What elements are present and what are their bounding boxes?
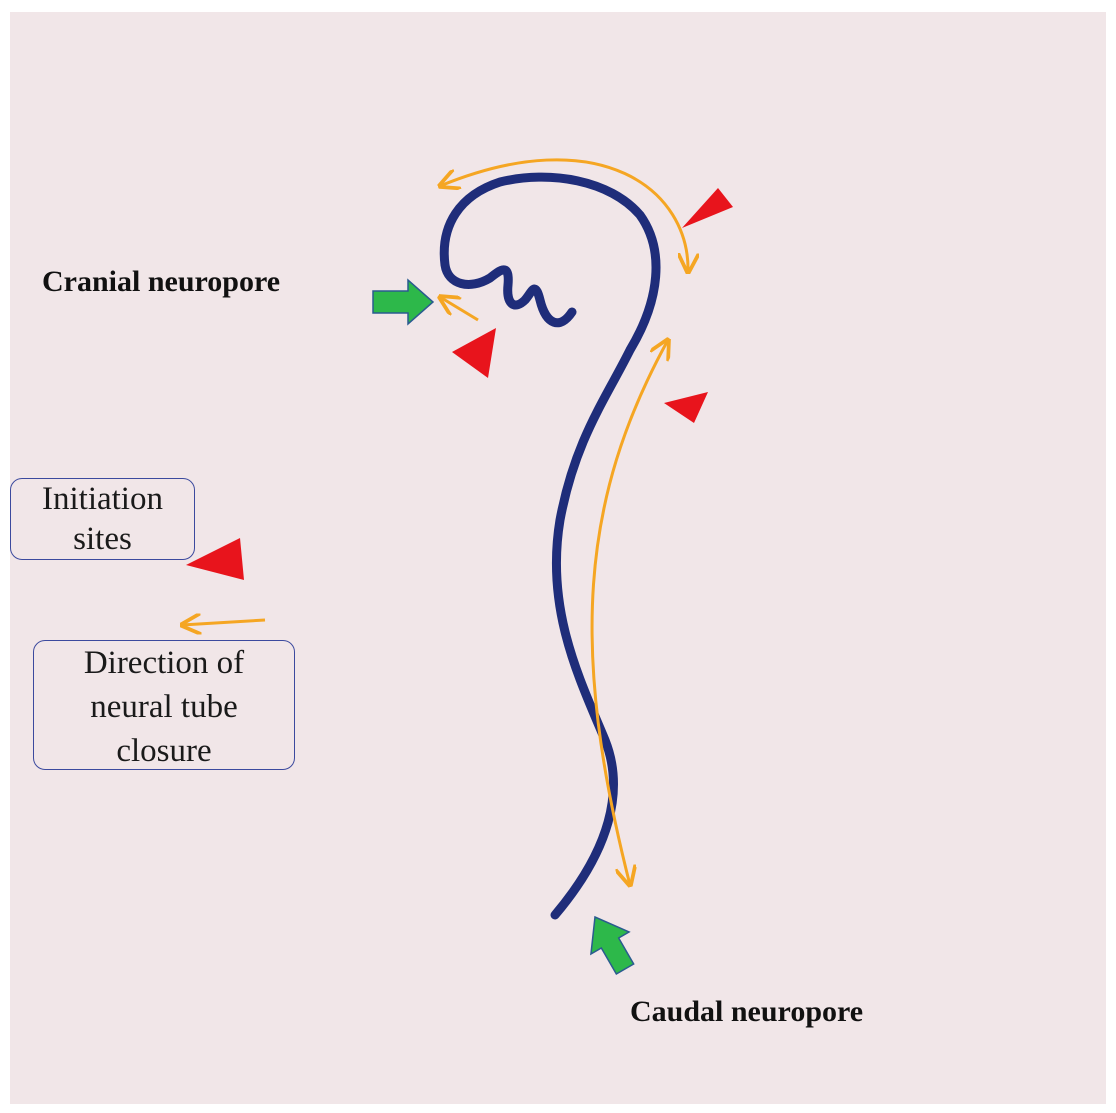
legend-direction-line1: Direction of — [83, 645, 245, 681]
initiation-site-mid — [664, 392, 708, 423]
initiation-site-cranial — [452, 328, 496, 378]
initiation-site-top-right — [682, 188, 733, 228]
neural-tube-line — [439, 172, 661, 920]
legend-initiation-line2: sites — [73, 521, 132, 557]
legend-direction-line3: closure — [116, 733, 212, 769]
neuropore-arrow-caudal — [590, 915, 635, 976]
red-triangle-icon — [186, 538, 244, 580]
legend-initiation-line1: Initiation — [42, 481, 163, 517]
legend-initiation-sites: Initiation sites — [10, 478, 195, 560]
legend-direction-line2: neural tube — [90, 689, 238, 725]
neuropore-arrow-cranial — [372, 278, 435, 326]
closure-arrow-cranial-arc — [440, 158, 688, 272]
closure-arrow-cranial-neuropore — [440, 297, 479, 322]
caudal-neuropore-label: Caudal neuropore — [630, 995, 864, 1028]
orange-arrow-icon — [182, 620, 266, 625]
closure-arrow-dorsal-long — [590, 340, 668, 885]
cranial-neuropore-label: Cranial neuropore — [42, 265, 281, 298]
legend-closure-direction: Direction of neural tube closure — [33, 640, 295, 770]
